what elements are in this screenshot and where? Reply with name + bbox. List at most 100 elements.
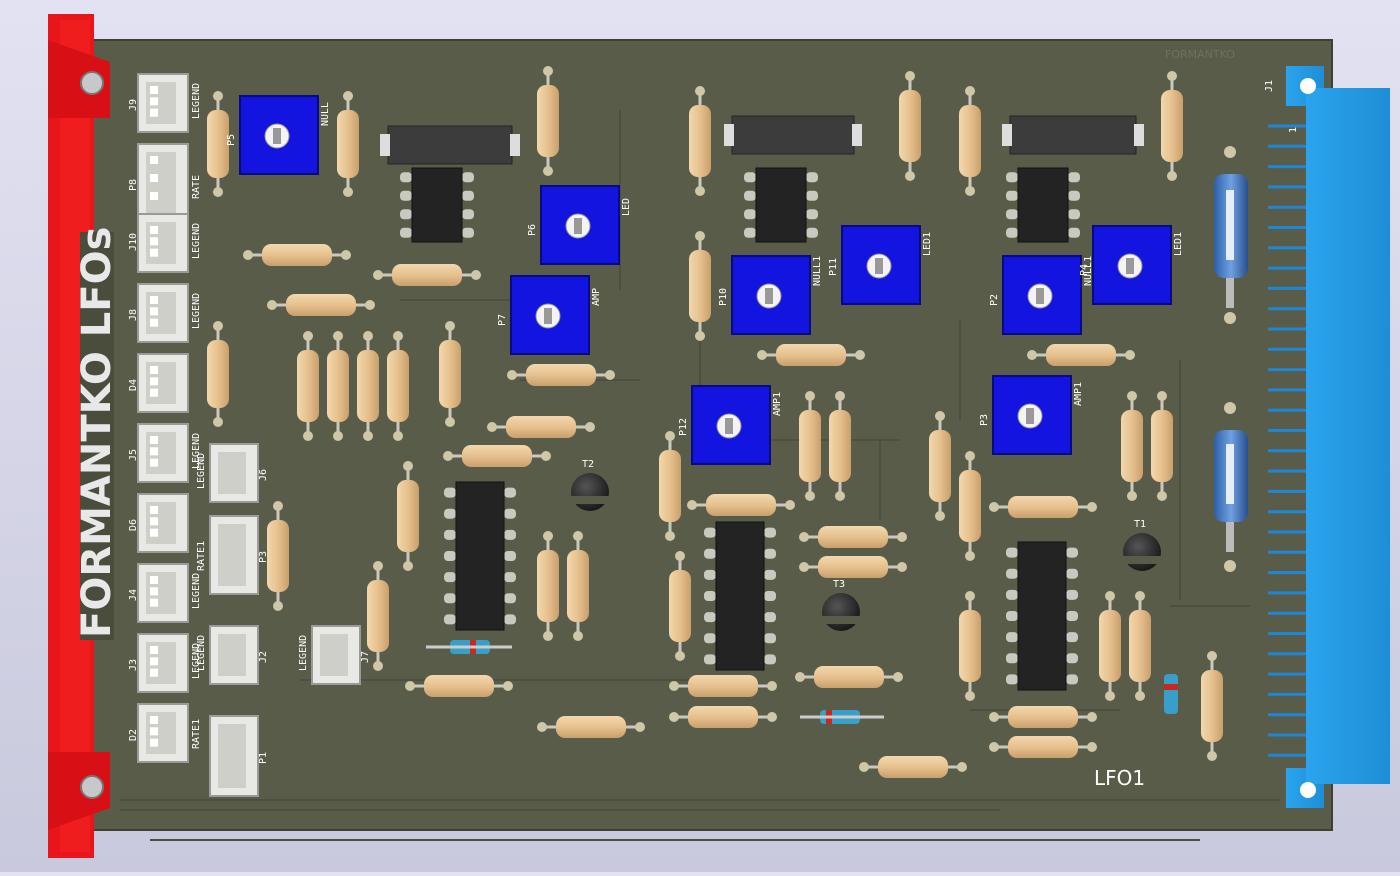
resistor bbox=[1121, 391, 1143, 501]
resistor bbox=[687, 494, 795, 516]
ic-chip bbox=[744, 167, 818, 243]
resistor bbox=[567, 531, 589, 641]
ic-group bbox=[400, 167, 1080, 691]
resistor bbox=[439, 321, 461, 427]
resistor bbox=[387, 331, 409, 441]
resistor bbox=[207, 91, 229, 197]
resistor bbox=[1201, 651, 1223, 761]
pot-note: AMP bbox=[591, 288, 602, 306]
trimmer-pot-p10: P10 NULL1 bbox=[718, 255, 823, 335]
pot-ref: P4 bbox=[1079, 264, 1090, 276]
resistor bbox=[757, 344, 865, 366]
pot-ref: P5 bbox=[226, 134, 237, 146]
resistor bbox=[899, 71, 921, 181]
resistor bbox=[669, 706, 777, 728]
ic-chip bbox=[1006, 541, 1078, 691]
pot-ref: P2 bbox=[989, 294, 1000, 306]
pot-ref: P12 bbox=[678, 418, 689, 436]
resistor bbox=[959, 86, 981, 196]
edge-connector-ref: J1 bbox=[1264, 80, 1275, 92]
connector-ref: J2 bbox=[258, 651, 269, 663]
resistor bbox=[443, 445, 551, 467]
connector-ref: J5 bbox=[128, 449, 139, 461]
resistor bbox=[795, 666, 903, 688]
connector-ref: P8 bbox=[128, 179, 139, 191]
resistor bbox=[1161, 71, 1183, 181]
pot-note: NULL1 bbox=[812, 256, 823, 286]
resistor bbox=[989, 736, 1097, 758]
transistor-t3: T3 bbox=[821, 579, 861, 631]
resistor bbox=[373, 264, 481, 286]
resistor bbox=[989, 706, 1097, 728]
pot-ref: P3 bbox=[979, 414, 990, 426]
resistor bbox=[929, 411, 951, 521]
pot-ref: P10 bbox=[718, 288, 729, 306]
connector-note: LEGEND bbox=[191, 223, 202, 259]
pot-ref: P7 bbox=[497, 314, 508, 326]
watermark-text: FORMANTKO bbox=[1165, 48, 1235, 61]
connector-note: LEGEND bbox=[196, 453, 207, 489]
transistor-ref: T1 bbox=[1134, 519, 1146, 530]
diodes bbox=[426, 640, 1178, 724]
front-panel-bracket bbox=[48, 14, 110, 858]
connector-note: LEGEND bbox=[191, 293, 202, 329]
connector-ref: J8 bbox=[128, 309, 139, 321]
connector-note: RATE1 bbox=[191, 719, 202, 749]
connector-note: RATE1 bbox=[196, 541, 207, 571]
electrolytic-capacitors bbox=[1214, 146, 1248, 572]
resistor bbox=[397, 461, 419, 571]
resistor bbox=[297, 331, 319, 441]
resistor bbox=[337, 91, 359, 197]
trimmer-pot-p3: P3 AMP1 bbox=[979, 375, 1084, 455]
connector-note: LEGEND bbox=[191, 433, 202, 469]
resistor bbox=[537, 531, 559, 641]
connector-ref: J4 bbox=[128, 589, 139, 601]
resistor bbox=[799, 556, 907, 578]
resistor bbox=[669, 551, 691, 661]
resistor bbox=[487, 416, 595, 438]
resistor bbox=[1099, 591, 1121, 701]
connector-j10: J10 LEGEND bbox=[128, 213, 202, 273]
connector-j8: J8 LEGEND bbox=[128, 283, 202, 343]
connector-ref: J3 bbox=[128, 659, 139, 671]
resistor bbox=[829, 391, 851, 501]
connector-ref: P3 bbox=[258, 551, 269, 563]
resistor-group bbox=[207, 66, 1223, 778]
connector-p3: P3 RATE1 bbox=[196, 515, 269, 595]
resistor bbox=[357, 331, 379, 441]
resistor bbox=[537, 716, 645, 738]
pot-ref: P11 bbox=[828, 258, 839, 276]
resistor bbox=[507, 364, 615, 386]
connector-note: LEGEND bbox=[196, 635, 207, 671]
connector-ref: D4 bbox=[128, 379, 139, 391]
connector-j6: J6 LEGEND bbox=[196, 443, 269, 503]
copper-traces bbox=[120, 110, 1280, 841]
resistor bbox=[327, 331, 349, 441]
resistor bbox=[1151, 391, 1173, 501]
edge-connector-pin-1: 1 bbox=[1288, 127, 1299, 133]
connector-d4: D4 bbox=[128, 353, 189, 413]
resistor bbox=[689, 231, 711, 341]
ic-chip bbox=[400, 167, 474, 243]
connector-ref: J6 bbox=[258, 469, 269, 481]
connector-d6: D6 bbox=[128, 493, 189, 553]
resistor bbox=[799, 391, 821, 501]
resistor bbox=[267, 294, 375, 316]
resistor bbox=[669, 675, 777, 697]
connector-ref: D2 bbox=[128, 729, 139, 741]
resistor bbox=[659, 431, 681, 541]
connector-ref: D6 bbox=[128, 519, 139, 531]
trimmer-pot-p7: P7 AMP bbox=[497, 275, 602, 355]
connector-note: LEGEND bbox=[298, 635, 309, 671]
pot-note: AMP1 bbox=[1073, 382, 1084, 406]
connector-ref: J10 bbox=[128, 233, 139, 251]
